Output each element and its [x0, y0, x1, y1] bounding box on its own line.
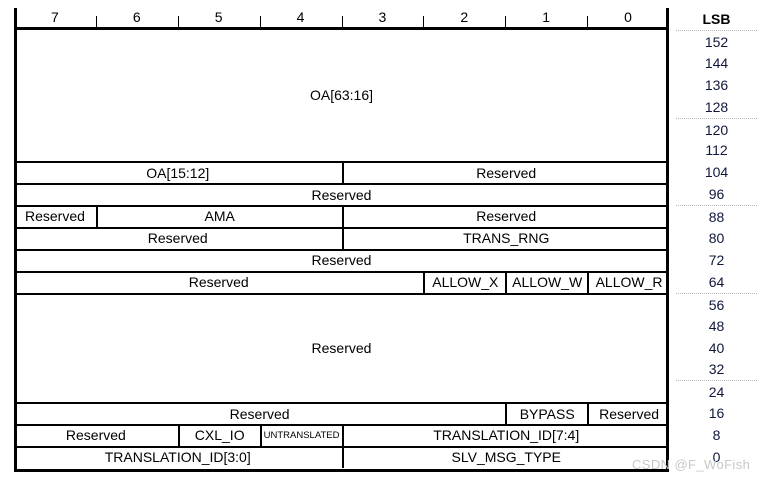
lsb-offset-120: 120	[676, 117, 757, 141]
field-cell-reserved: Reserved	[229, 405, 290, 422]
lsb-offset-0: 0	[712, 449, 721, 466]
field-cell-reserved: Reserved	[311, 339, 372, 356]
bit-number-7: 7	[51, 8, 59, 25]
lsb-offset-88: 88	[676, 205, 757, 228]
field-row: OA[63:16]	[14, 30, 669, 161]
field-cell-cxl-io: CXL_IO	[177, 426, 260, 447]
lsb-offset-16: 16	[708, 405, 725, 422]
lsb-offset-32: 32	[708, 361, 725, 378]
bit-number-4: 4	[259, 8, 342, 27]
table-right-rule	[666, 8, 669, 472]
lsb-offset-40: 40	[708, 339, 725, 356]
lsb-offset-136: 136	[704, 76, 729, 93]
field-row: Reserved	[14, 183, 669, 205]
field-cell-untranslated: UNTRANSLATED	[259, 426, 342, 447]
field-row: TRANSLATION_ID[3:0] SLV_MSG_TYPE	[14, 446, 669, 468]
field-cell-reserved: Reserved	[341, 163, 670, 184]
lsb-offset-144: 144	[704, 54, 729, 71]
field-row: Reserved	[14, 249, 669, 271]
field-cell-allow-r: ALLOW_R	[587, 272, 669, 293]
field-cell-reserved: Reserved	[311, 186, 372, 203]
field-cell-oa-63-16: OA[63:16]	[309, 87, 374, 103]
bit-number-1: 1	[505, 8, 587, 27]
bit-number-0: 0	[587, 8, 669, 27]
field-cell-translation-id-3-0: TRANSLATION_ID[3:0]	[104, 449, 251, 466]
field-cell-reserved: Reserved	[188, 274, 249, 291]
bit-number-5: 5	[177, 8, 260, 27]
lsb-offset-64: 64	[708, 273, 725, 290]
lsb-offset-56: 56	[676, 292, 757, 316]
field-row: OA[15:12] Reserved	[14, 161, 670, 184]
field-cell-slv-msg-type: SLV_MSG_TYPE	[341, 448, 670, 468]
field-cell-allow-x: ALLOW_X	[423, 272, 505, 293]
table-left-rule	[14, 8, 17, 472]
lsb-offset-24: 24	[676, 380, 757, 403]
field-cell-translation-id-7-4: TRANSLATION_ID[7:4]	[341, 426, 670, 447]
lsb-offset-128: 128	[704, 98, 729, 115]
lsb-offset-104: 104	[704, 164, 729, 181]
bit-number-2: 2	[423, 8, 505, 27]
lsb-column-header: LSB	[702, 11, 731, 27]
field-cell-trans-rng: TRANS_RNG	[341, 229, 670, 249]
field-row: Reserved TRANS_RNG	[14, 227, 669, 249]
field-cell-allow-w: ALLOW_W	[505, 272, 587, 293]
lsb-offset-112: 112	[705, 142, 728, 159]
field-cell-reserved: Reserved	[24, 208, 85, 225]
lsb-offset-8: 8	[712, 427, 721, 444]
lsb-offset-152: 152	[676, 30, 757, 53]
field-cell-ama: AMA	[95, 207, 342, 228]
lsb-offset-72: 72	[708, 251, 725, 268]
field-cell-reserved: Reserved	[587, 404, 669, 425]
field-cell-reserved: Reserved	[147, 230, 208, 247]
lsb-offset-96: 96	[708, 186, 725, 203]
field-cell-reserved: Reserved	[341, 207, 670, 228]
field-cell-reserved: Reserved	[65, 427, 126, 444]
lsb-offset-80: 80	[708, 230, 725, 247]
bit-number-6: 6	[95, 8, 178, 27]
lsb-offset-48: 48	[708, 317, 725, 334]
field-row: Reserved	[14, 292, 669, 403]
bit-number-3: 3	[341, 8, 424, 27]
field-cell-bypass: BYPASS	[505, 404, 587, 425]
field-cell-reserved: Reserved	[311, 252, 372, 269]
field-cell-oa-15-12: OA[15:12]	[146, 164, 210, 181]
